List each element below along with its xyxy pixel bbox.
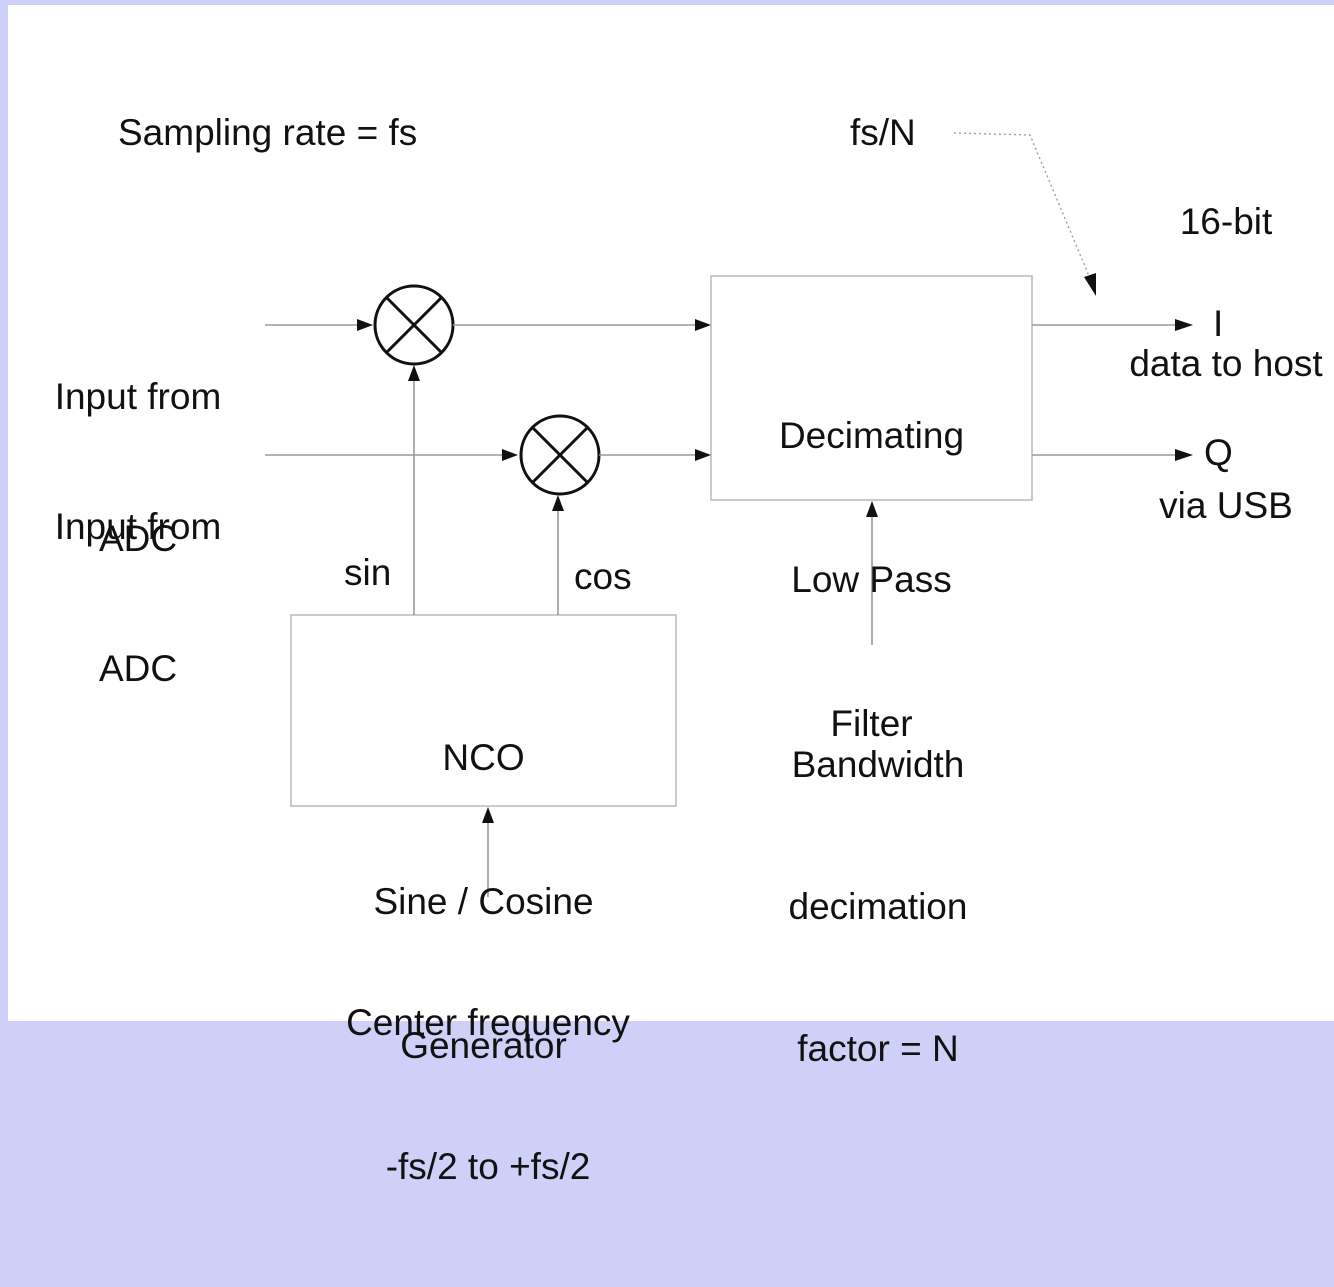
- input-1-arrow: [357, 319, 373, 331]
- q-output-label: Q: [1204, 432, 1233, 473]
- diagram-graphics: [265, 132, 1193, 897]
- bandwidth-line2: decimation: [788, 886, 968, 927]
- output-desc-line3: via USB: [1159, 485, 1293, 526]
- input-1-line1: Input from: [54, 376, 222, 417]
- sampling-rate-label: Sampling rate = fs: [118, 112, 418, 153]
- sin-label: sin: [344, 552, 392, 593]
- output-rate-label: fs/N: [850, 112, 916, 153]
- i-output-label: I: [1213, 303, 1224, 344]
- nco-block: [290, 614, 677, 807]
- bandwidth-arrow: [866, 501, 878, 517]
- bandwidth-label: Bandwidth decimation factor = N: [760, 645, 996, 1169]
- input-1-label: Input from ADC: [40, 277, 236, 659]
- input-2-line2: ADC: [98, 648, 178, 689]
- bandwidth-line3: factor = N: [797, 1028, 959, 1069]
- nco-line1: NCO: [442, 737, 525, 778]
- cos-label: cos: [574, 556, 632, 597]
- bandwidth-line1: Bandwidth: [791, 744, 965, 785]
- diagram-canvas: Sampling rate = fs Input from ADC Input …: [8, 5, 1334, 1187]
- mixer-2-icon: [519, 414, 601, 496]
- output-desc-line1: 16-bit: [1179, 201, 1273, 242]
- nco-line2: Sine / Cosine: [373, 881, 594, 922]
- output-desc-line2: data to host: [1129, 343, 1323, 384]
- mixer-1-icon: [373, 284, 455, 366]
- decimator-line1: Decimating: [778, 415, 965, 456]
- center-freq-line1: Center frequency: [346, 1002, 630, 1043]
- center-freq-label: Center frequency -fs/2 to +fs/2: [306, 903, 670, 1287]
- sin-arrow: [408, 365, 420, 381]
- cos-arrow: [552, 495, 564, 511]
- fsn-leader-arrow: [1084, 273, 1096, 296]
- i-output-arrow: [1175, 319, 1193, 331]
- decimator-label: Decimating Low Pass Filter: [711, 316, 1032, 844]
- mixer-1-out-arrow: [695, 319, 711, 331]
- center-freq-arrow: [482, 807, 494, 823]
- q-output-arrow: [1175, 449, 1193, 461]
- center-freq-line2: -fs/2 to +fs/2: [385, 1146, 591, 1187]
- decimator-line2: Low Pass: [791, 559, 952, 600]
- decimating-filter-block: [710, 275, 1033, 501]
- decimator-line3: Filter: [830, 703, 913, 744]
- mixer-2-out-arrow: [695, 449, 711, 461]
- input-1-line2: ADC: [98, 518, 178, 559]
- output-desc-label: 16-bit data to host via USB: [1108, 102, 1334, 626]
- fsn-leader-line: [953, 132, 1093, 284]
- input-2-line1: Input from: [54, 506, 222, 547]
- input-2-label: Input from ADC: [40, 407, 236, 789]
- input-2-arrow: [502, 449, 518, 461]
